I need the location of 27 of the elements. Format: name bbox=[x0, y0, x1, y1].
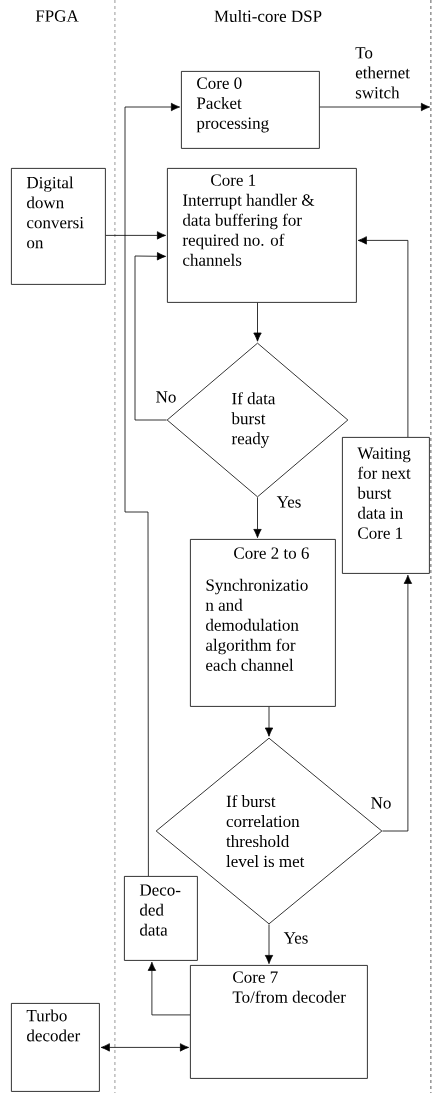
arrow bbox=[253, 497, 262, 538]
process-box: Deco- ded data bbox=[124, 876, 198, 961]
lane-label: FPGA bbox=[35, 10, 79, 22]
edge-label: No bbox=[371, 797, 391, 809]
arrow bbox=[264, 706, 274, 737]
process-box: Core 1 Interrupt handler & data buffering for required no. of channels bbox=[167, 168, 357, 303]
process-box: Core 7 To/from decoder bbox=[190, 965, 368, 1079]
edge-label: No bbox=[156, 391, 176, 403]
arrow bbox=[357, 236, 409, 438]
process-box: Waiting for next burst data in Core 1 bbox=[342, 437, 430, 574]
lane-label: Multi-core DSP bbox=[214, 10, 322, 22]
arrow bbox=[264, 924, 274, 964]
edge-label: Yes bbox=[283, 932, 308, 944]
process-box: Core 2 to 6 Synchronizatio n and demodulation algorithm for each channel bbox=[190, 539, 336, 707]
edge-label: Yes bbox=[276, 496, 301, 508]
process-box: Digital down conversi on bbox=[11, 168, 106, 285]
arrow bbox=[100, 1043, 189, 1052]
arrow bbox=[134, 252, 167, 421]
arrow bbox=[105, 231, 166, 240]
process-box: Core 0 Packet processing bbox=[181, 71, 320, 149]
arrow bbox=[253, 302, 262, 342]
arrow bbox=[319, 102, 430, 112]
arrow bbox=[382, 574, 413, 832]
arrow bbox=[147, 961, 191, 1016]
edge-label: To ethernet switch bbox=[355, 47, 410, 99]
process-box: Turbo decoder bbox=[11, 1003, 100, 1092]
arrow bbox=[124, 102, 180, 877]
